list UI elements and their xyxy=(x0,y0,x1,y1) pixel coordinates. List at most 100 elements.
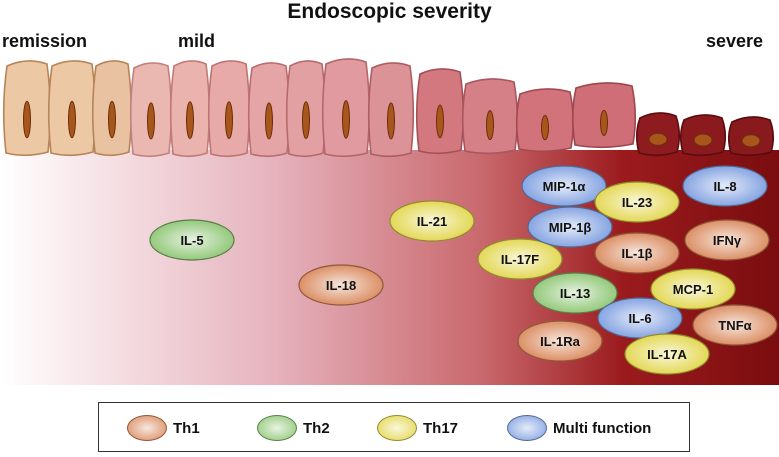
diagram-title: Endoscopic severity xyxy=(287,0,492,23)
cytokine-label: IL-6 xyxy=(628,311,651,326)
crypt-lumen xyxy=(68,100,76,139)
crypt-lumen xyxy=(225,101,233,140)
cytokine-label: IL-13 xyxy=(560,286,590,301)
crypt-lumen xyxy=(741,134,761,148)
cytokine-il-18: IL-18 xyxy=(298,264,384,306)
cytokine-ellipse xyxy=(298,264,384,306)
legend-swatch-th1 xyxy=(127,415,167,441)
crypt-cell xyxy=(571,82,637,149)
legend-label-th2: Th2 xyxy=(303,419,330,437)
crypt-cell xyxy=(2,60,52,157)
crypt-cell xyxy=(415,68,465,155)
cytokine-ellipse xyxy=(594,232,680,274)
cytokine-il-21: IL-21 xyxy=(389,200,475,242)
crypt-lumen xyxy=(302,101,310,140)
cytokine-mcp-1: MCP-1 xyxy=(650,268,736,310)
legend-item-multi-function: Multi function xyxy=(507,403,651,453)
cytokine-il-17a: IL-17A xyxy=(624,333,710,375)
cytokine-label: MIP-1α xyxy=(543,179,586,194)
label-remission: remission xyxy=(2,31,88,51)
legend: Th1 Th2 Th17 Multi function xyxy=(98,402,690,452)
legend-item-th2: Th2 xyxy=(257,403,330,453)
cytokine-label: IFNγ xyxy=(713,233,742,248)
crypt-cell xyxy=(461,78,519,155)
cytokine-label: IL-17A xyxy=(647,347,687,362)
crypt-cell xyxy=(285,60,327,158)
legend-item-th17: Th17 xyxy=(377,403,458,453)
legend-label-th1: Th1 xyxy=(173,419,200,437)
cytokine-label: IL-5 xyxy=(180,233,203,248)
crypt-lumen xyxy=(265,102,273,140)
legend-label-multi-function: Multi function xyxy=(553,419,652,437)
cytokine-il-1-: IL-1β xyxy=(594,232,680,274)
label-mild: mild xyxy=(178,31,216,51)
cytokine-tnf-: TNFα xyxy=(692,304,778,346)
crypt-cell xyxy=(679,114,727,157)
crypt-cell xyxy=(321,58,371,158)
cytokine-ellipse xyxy=(650,268,736,310)
cytokine-label: IL-8 xyxy=(713,179,736,194)
crypt-lumen xyxy=(387,102,395,140)
cytokine-ellipse xyxy=(521,165,607,207)
cytokine-ellipse xyxy=(149,219,235,261)
cytokine-ellipse xyxy=(682,165,768,207)
crypt-lumen xyxy=(541,115,549,141)
cytokine-label: MIP-1β xyxy=(549,220,592,235)
crypt-cell xyxy=(727,116,775,157)
cytokine-label: IL-21 xyxy=(417,214,447,229)
legend-item-th1: Th1 xyxy=(127,403,200,453)
cytokine-ellipse xyxy=(517,320,603,362)
crypt-lumen xyxy=(648,132,668,146)
cytokine-ellipse xyxy=(684,219,770,261)
crypt-lumen xyxy=(108,100,116,139)
cytokine-il-6: IL-6 xyxy=(597,297,683,339)
legend-swatch-th17 xyxy=(377,415,417,441)
cytokine-ellipse xyxy=(477,238,563,280)
crypt-cell xyxy=(47,60,97,157)
crypt-cell xyxy=(635,112,681,157)
cytokine-label: IL-1β xyxy=(621,246,652,261)
crypt-lumen xyxy=(23,100,31,139)
cytokine-label: TNFα xyxy=(718,318,751,333)
cytokine-ellipse xyxy=(532,272,618,314)
cytokine-il-8: IL-8 xyxy=(682,165,768,207)
cytokine-label: MCP-1 xyxy=(673,282,713,297)
crypt-lumen xyxy=(147,102,155,140)
cytokine-ellipse xyxy=(692,304,778,346)
cytokine-il-23: IL-23 xyxy=(594,181,680,223)
cytokine-ellipse xyxy=(594,181,680,223)
cytokine-mip-1-: MIP-1α xyxy=(521,165,607,207)
legend-swatch-th2 xyxy=(257,415,297,441)
cytokine-label: IL-18 xyxy=(326,278,356,293)
cytokine-il-17f: IL-17F xyxy=(477,238,563,280)
crypt-cell xyxy=(129,62,173,158)
cytokine-il-5: IL-5 xyxy=(149,219,235,261)
cytokine-ellipse xyxy=(624,333,710,375)
crypt-cell xyxy=(91,60,133,157)
crypt-cell xyxy=(515,88,575,153)
crypt-row xyxy=(2,58,775,158)
legend-swatch-multi-function xyxy=(507,415,547,441)
cytokine-ellipse xyxy=(597,297,683,339)
cytokine-ifn-: IFNγ xyxy=(684,219,770,261)
crypt-cell xyxy=(169,60,211,158)
cytokine-label: IL-17F xyxy=(501,252,539,267)
label-severe: severe xyxy=(706,31,764,51)
cytokine-il-13: IL-13 xyxy=(532,272,618,314)
cytokine-il-1ra: IL-1Ra xyxy=(517,320,603,362)
crypt-lumen xyxy=(486,110,494,141)
crypt-lumen xyxy=(186,101,194,140)
cytokine-label: IL-23 xyxy=(622,195,652,210)
legend-label-th17: Th17 xyxy=(423,419,459,437)
crypt-cell xyxy=(367,62,415,158)
cytokine-ellipse xyxy=(389,200,475,242)
cytokine-ellipse xyxy=(527,206,613,248)
crypt-cell xyxy=(247,62,291,158)
crypt-lumen xyxy=(436,104,444,139)
crypt-lumen xyxy=(600,109,608,136)
cytokine-mip-1-: MIP-1β xyxy=(527,206,613,248)
cytokine-label: IL-1Ra xyxy=(540,334,581,349)
crypt-cell xyxy=(207,60,251,158)
crypt-lumen xyxy=(693,133,713,147)
